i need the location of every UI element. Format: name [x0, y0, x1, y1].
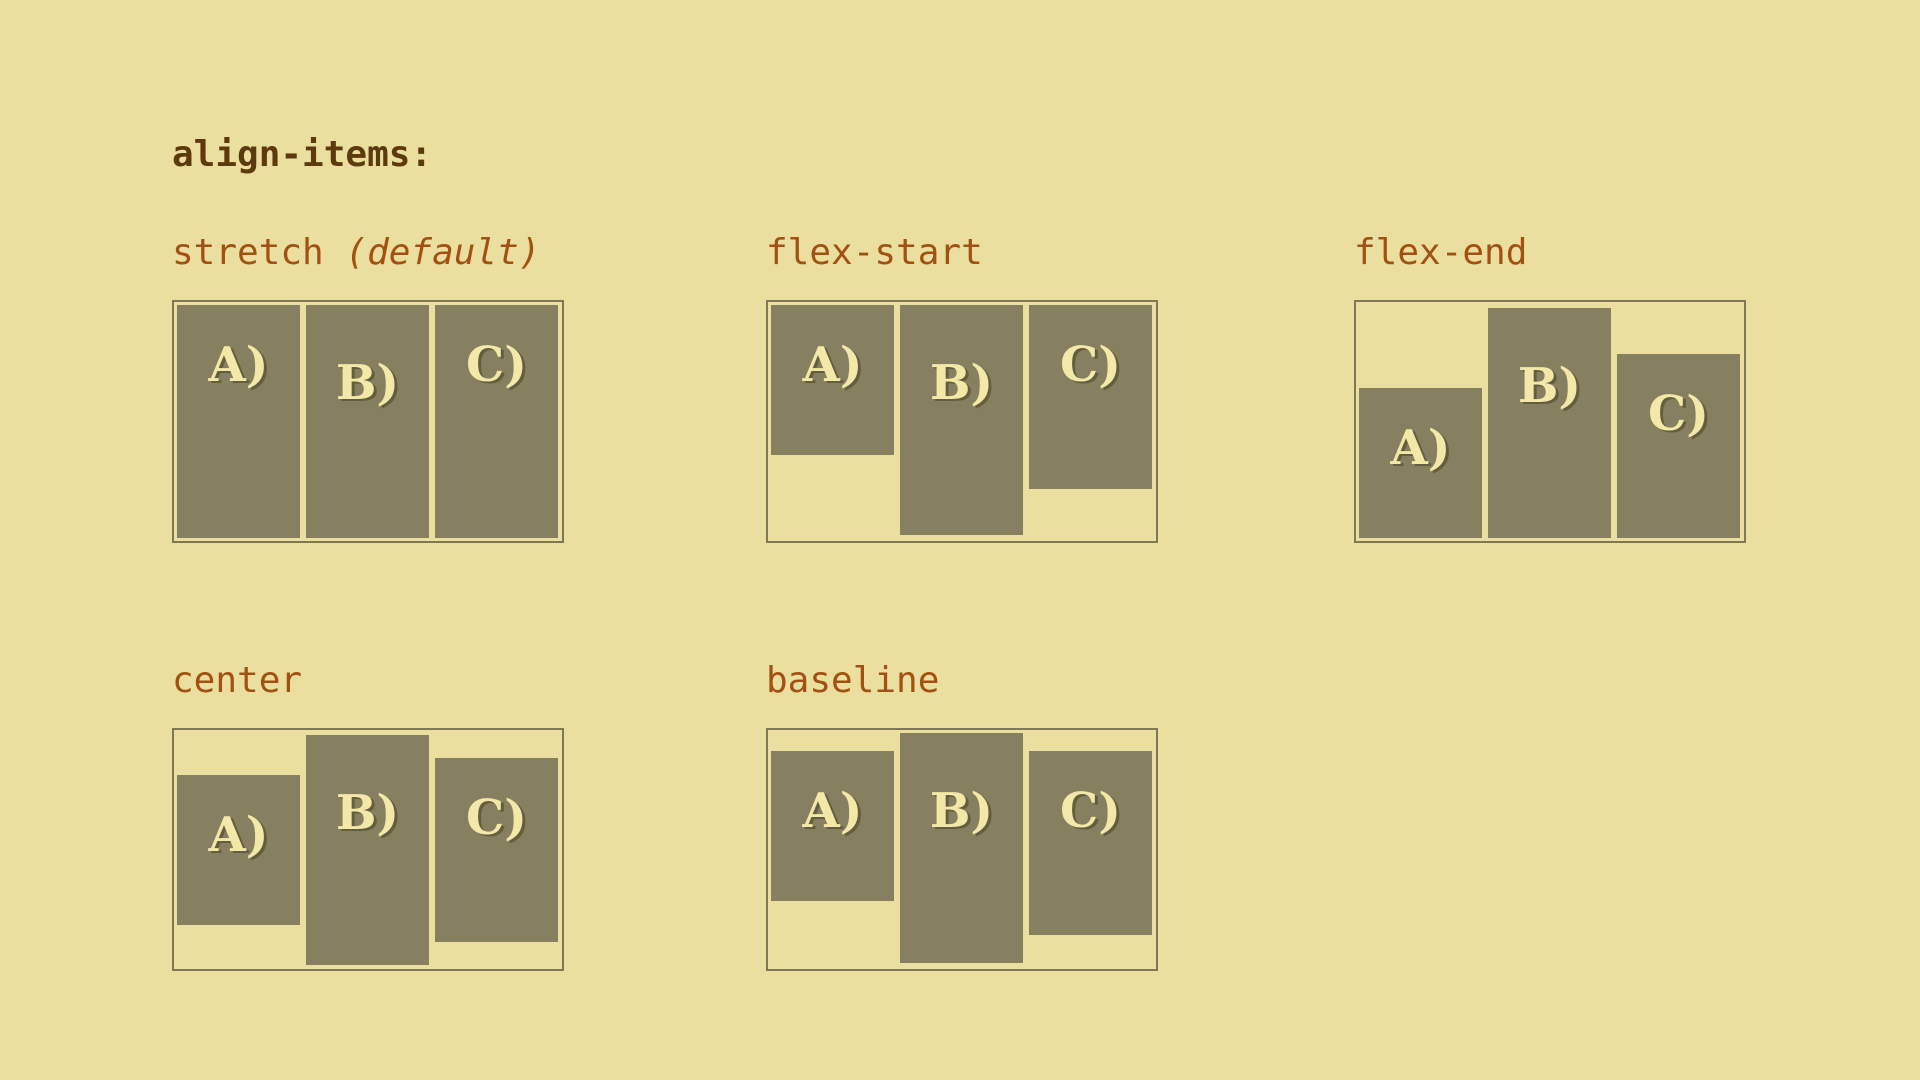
- flex-item-a: A): [771, 751, 894, 901]
- flex-item-c: C): [435, 305, 558, 538]
- flex-item-c: C): [1617, 354, 1740, 538]
- demo-stretch-default-suffix: (default): [323, 232, 541, 273]
- flex-container-center: A) B) C): [172, 728, 564, 971]
- demo-center-label: center: [172, 660, 572, 702]
- flex-item-b: B): [900, 305, 1023, 535]
- flex-container-flex-end: A) B) C): [1354, 300, 1746, 543]
- demo-center: center A) B) C): [172, 660, 572, 971]
- flex-container-flex-start: A) B) C): [766, 300, 1158, 543]
- flex-item-a: A): [177, 774, 300, 925]
- flex-container-stretch: A) B) C): [172, 300, 564, 543]
- demo-flex-start-label: flex-start: [766, 232, 1166, 274]
- demo-stretch-label: stretch (default): [172, 232, 572, 274]
- demo-flex-start: flex-start A) B) C): [766, 232, 1166, 543]
- flex-item-c: C): [1029, 751, 1152, 935]
- demo-center-value: center: [172, 660, 303, 701]
- demo-stretch: stretch (default) A) B) C): [172, 232, 572, 543]
- demo-baseline: baseline A) B) C): [766, 660, 1166, 971]
- flex-item-b: B): [306, 734, 429, 965]
- page-title: align-items:: [172, 134, 433, 175]
- demo-flex-end-value: flex-end: [1354, 232, 1528, 273]
- flex-item-b: B): [306, 305, 429, 538]
- flex-item-a: A): [1359, 388, 1482, 538]
- demo-baseline-value: baseline: [766, 660, 940, 701]
- demo-flex-start-value: flex-start: [766, 232, 983, 273]
- demo-flex-end-label: flex-end: [1354, 232, 1754, 274]
- demo-baseline-label: baseline: [766, 660, 1166, 702]
- demo-stretch-value: stretch: [172, 232, 324, 273]
- flex-container-baseline: A) B) C): [766, 728, 1158, 971]
- flex-item-b: B): [1488, 308, 1611, 538]
- demo-flex-end: flex-end A) B) C): [1354, 232, 1754, 543]
- flex-item-a: A): [771, 305, 894, 455]
- flex-item-c: C): [435, 757, 558, 942]
- flex-item-a: A): [177, 305, 300, 538]
- flex-item-c: C): [1029, 305, 1152, 489]
- flex-item-b: B): [900, 733, 1023, 963]
